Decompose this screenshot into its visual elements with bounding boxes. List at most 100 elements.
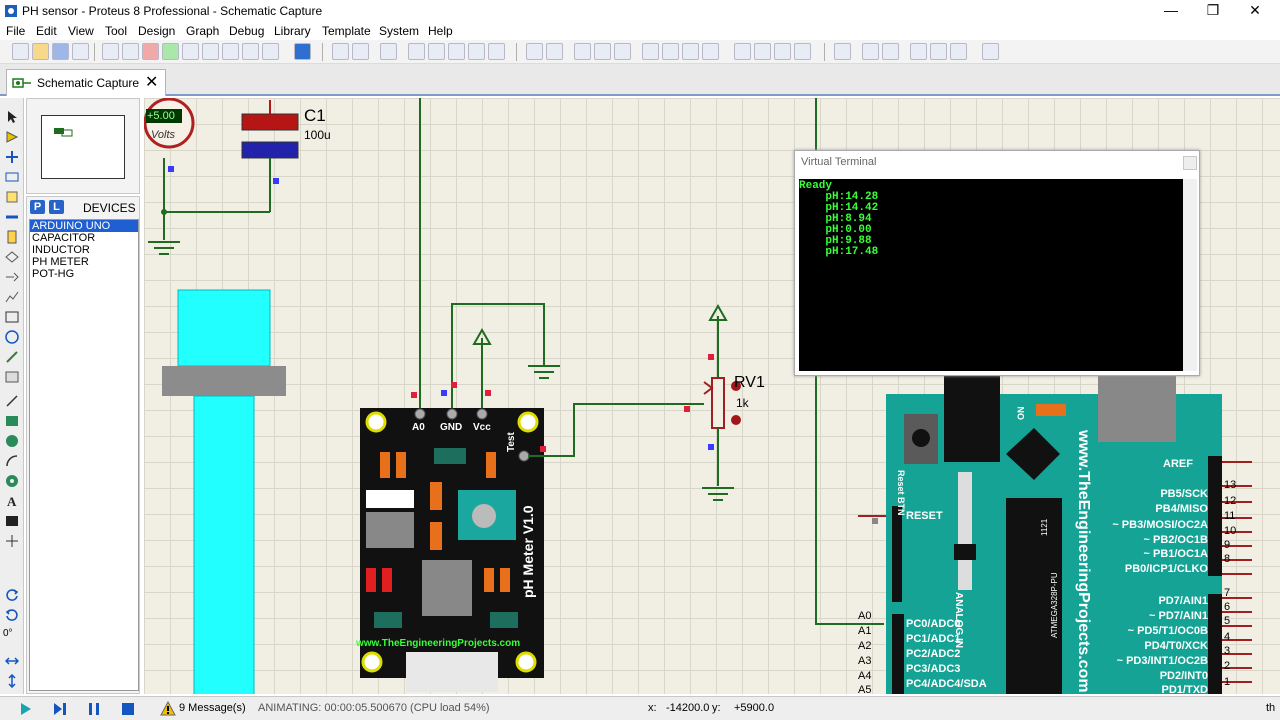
stop-icon[interactable] <box>120 701 136 717</box>
devices-list[interactable]: ARDUINO UNO CAPACITOR INDUCTOR PH METER … <box>29 219 139 691</box>
step-icon[interactable] <box>52 701 68 717</box>
electrical-rule-check-icon[interactable] <box>982 43 999 60</box>
circle-draw-icon[interactable] <box>5 434 19 448</box>
virtual-terminal-window[interactable]: Virtual Terminal Ready pH:14.28 pH:14.42… <box>794 150 1200 376</box>
block-rotate-icon[interactable] <box>682 43 699 60</box>
pan-icon[interactable] <box>408 43 425 60</box>
symbol-icon[interactable] <box>5 514 19 528</box>
library-manager-button[interactable]: L <box>49 200 64 214</box>
property-assign-icon[interactable] <box>882 43 899 60</box>
new-file-icon[interactable] <box>12 43 29 60</box>
virtual-terminal-close-icon[interactable] <box>1183 156 1197 170</box>
open-folder-icon[interactable] <box>32 43 49 60</box>
tape-recorder-icon[interactable] <box>5 310 19 324</box>
menu-graph[interactable]: Graph <box>186 24 220 38</box>
mirror-vertical-icon[interactable] <box>5 674 19 688</box>
package-tool-icon[interactable] <box>774 43 791 60</box>
zoom-all-icon[interactable] <box>468 43 485 60</box>
block-copy-icon[interactable] <box>642 43 659 60</box>
decompose-icon[interactable] <box>794 43 811 60</box>
menu-file[interactable]: File <box>6 24 26 38</box>
schematic-canvas[interactable]: +5.00 Volts C1 100u RV1 1k A0 GND Vcc Te… <box>144 98 1280 694</box>
refresh-icon[interactable] <box>332 43 349 60</box>
overview-panel[interactable] <box>26 98 140 194</box>
line-draw-icon[interactable] <box>5 394 19 408</box>
selection-mode-icon[interactable] <box>5 110 19 124</box>
rotate-clockwise-icon[interactable] <box>5 588 19 602</box>
minimize-button[interactable]: — <box>1164 2 1178 18</box>
device-item-ph-meter[interactable]: PH METER <box>32 256 89 268</box>
zoom-in-icon[interactable] <box>428 43 445 60</box>
source-code-icon[interactable] <box>242 43 259 60</box>
menu-help[interactable]: Help <box>428 24 453 38</box>
undo-icon[interactable] <box>526 43 543 60</box>
path-draw-icon[interactable] <box>5 474 19 488</box>
menu-design[interactable]: Design <box>138 24 176 38</box>
pcb-icon[interactable] <box>142 43 159 60</box>
subcircuit-icon[interactable] <box>5 230 19 244</box>
home-icon[interactable] <box>102 43 119 60</box>
close-button[interactable]: ✕ <box>1249 2 1261 18</box>
zoom-out-icon[interactable] <box>448 43 465 60</box>
device-item-arduino-uno[interactable]: ARDUINO UNO <box>30 220 138 232</box>
copy-icon[interactable] <box>594 43 611 60</box>
wire-autorouter-icon[interactable] <box>834 43 851 60</box>
menu-system[interactable]: System <box>379 24 420 38</box>
remove-sheet-icon[interactable] <box>930 43 947 60</box>
gerber-icon[interactable] <box>182 43 199 60</box>
warning-icon[interactable] <box>160 701 176 717</box>
grid-icon[interactable] <box>352 43 369 60</box>
zoom-area-icon[interactable] <box>488 43 505 60</box>
marker-icon[interactable] <box>5 534 19 548</box>
messages-count[interactable]: 9 Message(s) <box>179 702 246 714</box>
help-icon[interactable] <box>294 43 311 60</box>
pick-devices-button[interactable]: P <box>30 200 45 214</box>
voltage-probe-icon[interactable] <box>5 350 19 364</box>
exit-to-parent-icon[interactable] <box>950 43 967 60</box>
cut-icon[interactable] <box>574 43 591 60</box>
pick-device-icon[interactable] <box>734 43 751 60</box>
rotation-angle[interactable]: 0° <box>3 628 13 639</box>
pause-icon[interactable] <box>86 701 102 717</box>
visual-designer-icon[interactable] <box>262 43 279 60</box>
device-pins-icon[interactable] <box>5 270 19 284</box>
device-item-inductor[interactable]: INDUCTOR <box>32 244 90 256</box>
schematic-icon[interactable] <box>122 43 139 60</box>
menu-view[interactable]: View <box>68 24 94 38</box>
virtual-terminal-scrollbar[interactable] <box>1183 179 1197 371</box>
menu-debug[interactable]: Debug <box>229 24 265 38</box>
text-draw-icon[interactable]: A <box>5 494 19 508</box>
rotate-anticlockwise-icon[interactable] <box>5 608 19 622</box>
save-icon[interactable] <box>52 43 69 60</box>
menu-library[interactable]: Library <box>274 24 311 38</box>
bus-icon[interactable] <box>5 210 19 224</box>
wire-label-icon[interactable] <box>5 170 19 184</box>
make-device-icon[interactable] <box>754 43 771 60</box>
text-script-icon[interactable] <box>5 190 19 204</box>
graph-mode-icon[interactable] <box>5 290 19 304</box>
generator-mode-icon[interactable] <box>5 330 19 344</box>
device-item-capacitor[interactable]: CAPACITOR <box>32 232 96 244</box>
close-project-icon[interactable] <box>72 43 89 60</box>
design-explorer-icon[interactable] <box>202 43 219 60</box>
3d-viewer-icon[interactable] <box>162 43 179 60</box>
new-sheet-icon[interactable] <box>910 43 927 60</box>
virtual-instruments-icon[interactable] <box>5 370 19 384</box>
terminals-icon[interactable] <box>5 250 19 264</box>
menu-template[interactable]: Template <box>322 24 371 38</box>
bom-icon[interactable] <box>222 43 239 60</box>
menu-tool[interactable]: Tool <box>105 24 128 38</box>
paste-icon[interactable] <box>614 43 631 60</box>
tab-close-icon[interactable]: ✕ <box>145 74 159 91</box>
mirror-horizontal-icon[interactable] <box>5 654 19 668</box>
menu-edit[interactable]: Edit <box>36 24 57 38</box>
origin-icon[interactable] <box>380 43 397 60</box>
box-draw-icon[interactable] <box>5 414 19 428</box>
redo-icon[interactable] <box>546 43 563 60</box>
tab-schematic-capture[interactable]: Schematic Capture ✕ <box>6 69 166 96</box>
block-delete-icon[interactable] <box>702 43 719 60</box>
block-move-icon[interactable] <box>662 43 679 60</box>
search-tag-icon[interactable] <box>862 43 879 60</box>
restore-button[interactable]: ❐ <box>1206 2 1220 18</box>
virtual-terminal-screen[interactable]: Ready pH:14.28 pH:14.42 pH:8.94 pH:0.00 … <box>799 179 1183 371</box>
